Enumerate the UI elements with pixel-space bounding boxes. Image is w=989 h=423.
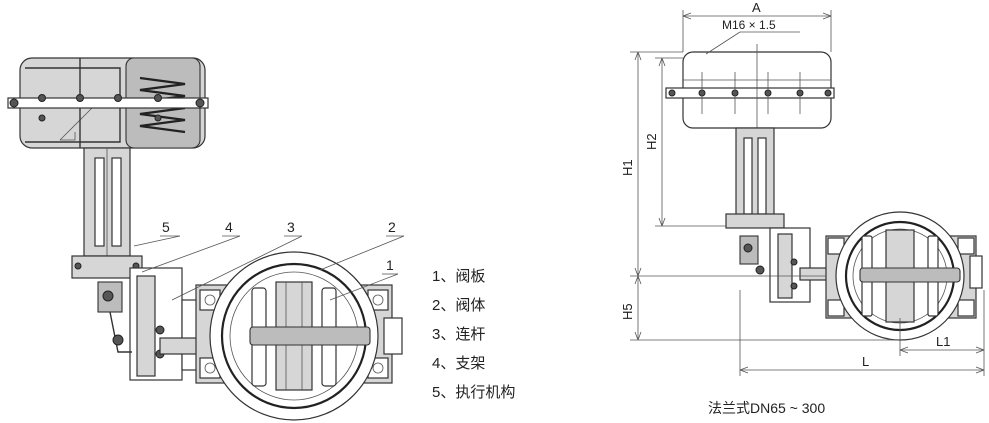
left-yoke: [71, 147, 143, 279]
legend-item: 1、阀板: [432, 268, 486, 285]
legend-num: 3: [432, 326, 441, 343]
right-dimensions: [630, 10, 985, 376]
callout-3: 3: [287, 219, 295, 235]
right-yoke: [725, 127, 785, 229]
callout-1: 1: [386, 257, 394, 273]
dim-a-label: A: [752, 0, 761, 15]
figure-caption: 法兰式DN65 ~ 300: [708, 400, 826, 416]
legend-num: 5: [432, 384, 441, 401]
legend-label: 阀板: [455, 268, 486, 285]
left-view: 5 4 3 2 1: [7, 57, 405, 421]
legend-num: 2: [432, 297, 441, 314]
left-valve-body: [195, 251, 403, 421]
legend-item: 2、阀体: [432, 297, 486, 314]
legend-label: 支架: [455, 355, 486, 372]
legend-label: 执行机构: [455, 384, 516, 401]
legend-item: 5、执行机构: [432, 384, 516, 401]
legend-item: 4、支架: [432, 355, 486, 372]
legend-label: 连杆: [455, 326, 486, 343]
dim-h5-label: H5: [620, 303, 635, 320]
legend-num: 1: [432, 268, 441, 285]
dim-h1-label: H1: [620, 159, 635, 176]
legend-item: 3、连杆: [432, 326, 486, 343]
right-actuator: [665, 44, 835, 130]
callout-4: 4: [225, 219, 233, 235]
left-actuator: [7, 57, 209, 149]
dim-l1-label: L1: [936, 334, 950, 349]
legend-num: 4: [432, 355, 441, 372]
dim-l-label: L: [862, 354, 869, 369]
right-valve-body: [825, 211, 983, 341]
parts-legend: 1、阀板 2、阀体 3、连杆 4、支架 5、执行机构: [432, 262, 515, 407]
callout-5: 5: [162, 219, 170, 235]
legend-label: 阀体: [455, 297, 486, 314]
right-view: A M16 × 1.5 H1 H2 H5 L L1: [620, 0, 985, 376]
dim-h2-label: H2: [644, 133, 659, 150]
left-leaders: [133, 235, 405, 301]
callout-2: 2: [388, 219, 396, 235]
dim-thread-label: M16 × 1.5: [722, 18, 776, 32]
